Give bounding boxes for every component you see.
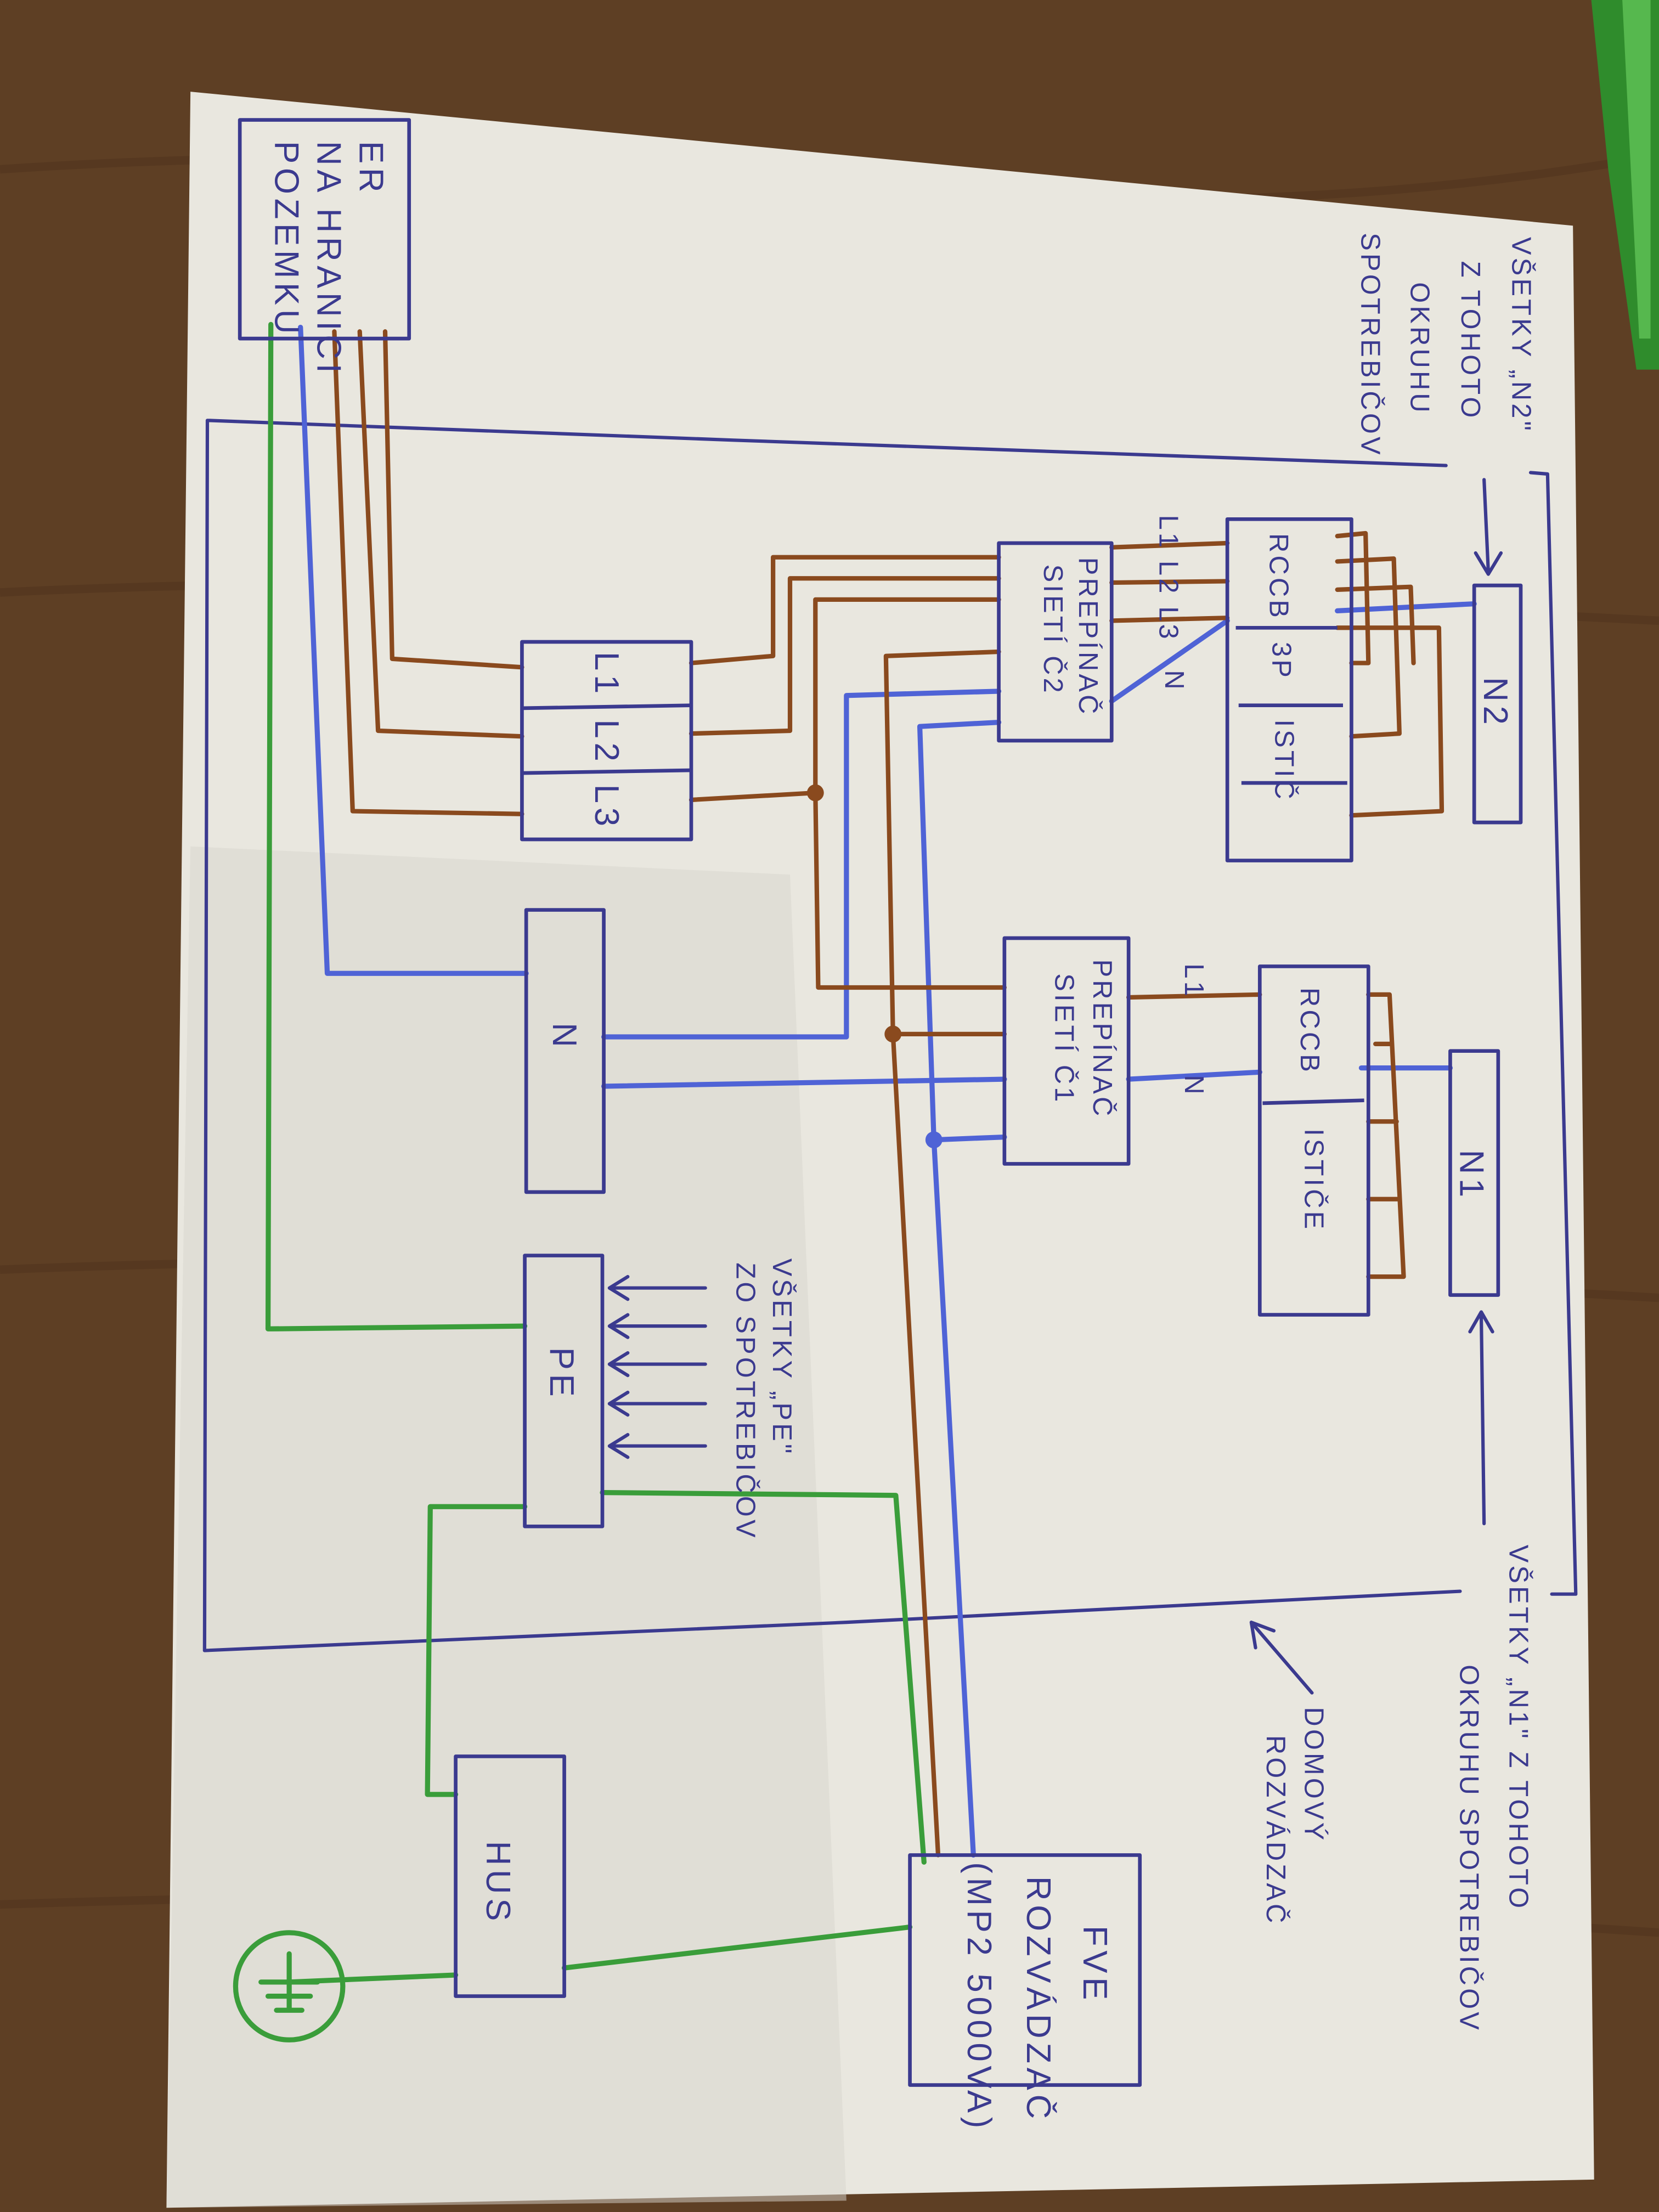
n2-arrow bbox=[1474, 478, 1503, 576]
n2-bracket bbox=[1528, 471, 1578, 1596]
phase-wire-er-l1 bbox=[382, 329, 524, 670]
main-board-label: DOMOVÝ bbox=[1299, 1707, 1329, 1843]
phase-wire-sw1-rccb bbox=[1126, 992, 1262, 1000]
l3-label: L3 bbox=[588, 785, 625, 831]
earth-wire-pe-hus bbox=[425, 1504, 528, 1797]
phase-wire-l2-sw2 bbox=[689, 576, 1001, 736]
n1-arrow bbox=[1468, 1310, 1494, 1526]
rccb-3p-breaker-box bbox=[1225, 517, 1353, 862]
pe-bar-box bbox=[523, 1254, 605, 1528]
green-marker bbox=[1591, 0, 1659, 370]
pe-label: PE bbox=[543, 1347, 580, 1401]
earth-wire-er-pe bbox=[265, 321, 528, 1331]
er-label: NA HRANICI bbox=[310, 141, 348, 377]
rccb1-rccb-label: RCCB bbox=[1295, 988, 1324, 1075]
n2-note: SPOTREBIČOV bbox=[1355, 233, 1385, 457]
er-label: ER bbox=[352, 141, 390, 196]
l1-label: L1 bbox=[588, 652, 625, 698]
main-board-outline bbox=[202, 419, 1462, 1652]
neutral-wire-sw2-n bbox=[601, 689, 1002, 1040]
sw1-phase-wire-label: L1 bbox=[1179, 963, 1209, 999]
n1-note: VŠETKY „N1" Z TOHOTO bbox=[1503, 1545, 1533, 1911]
junction-dot bbox=[884, 1025, 902, 1043]
phase-wire-sw2-fve bbox=[883, 649, 1001, 1858]
neutral-wire-sw2-rccb bbox=[1109, 618, 1230, 704]
sw2-neutral-wire-label: N bbox=[1159, 670, 1189, 692]
rccb1-istice-label: ISTIČE bbox=[1299, 1128, 1329, 1232]
n2-note: VŠETKY „N2" bbox=[1506, 237, 1536, 433]
main-board-arrow bbox=[1249, 1621, 1314, 1695]
switch1-label: SIETÍ Č1 bbox=[1049, 973, 1079, 1104]
n-bar-label: N bbox=[545, 1023, 583, 1051]
switch1-label: PREPÍNAČ bbox=[1087, 960, 1117, 1119]
phase-wires-istice bbox=[1366, 992, 1406, 1279]
neutral-wire-er-n bbox=[298, 324, 529, 976]
pe-note: ZO SPOTREBIČOV bbox=[730, 1262, 760, 1540]
ground-symbol bbox=[233, 1930, 346, 2042]
switch1-box bbox=[1002, 936, 1131, 1166]
phase-wire-er-l2 bbox=[357, 329, 524, 739]
l2-label: L2 bbox=[588, 719, 625, 765]
junction-dot bbox=[806, 784, 824, 802]
neutral-wire-sw1-rccb bbox=[1126, 1069, 1262, 1082]
n1-bar bbox=[1448, 1049, 1500, 1297]
switch2-box bbox=[997, 541, 1114, 743]
rccb3p-istic-label: ISTIČ bbox=[1269, 719, 1299, 802]
phase-wire-l3-sw2 bbox=[689, 597, 1001, 803]
neutral-wire-tap-sw1 bbox=[931, 1134, 1007, 1143]
sw2-phase-wire-label: L1 L2 L3 bbox=[1154, 515, 1183, 642]
phase-wires-breaker-loop bbox=[1335, 531, 1444, 818]
neutral-wire-sw2-fve bbox=[917, 719, 1002, 1858]
hus-label: HUS bbox=[479, 1841, 517, 1925]
fve-label: FVE bbox=[1076, 1926, 1114, 2004]
er-box bbox=[238, 118, 411, 341]
rccb1-breakers-box bbox=[1257, 964, 1370, 1317]
n2-note: Z TOHOTO bbox=[1455, 261, 1485, 421]
switch2-label: PREPÍNAČ bbox=[1073, 557, 1103, 717]
sw1-neutral-wire-label: N bbox=[1179, 1075, 1209, 1097]
fve-box bbox=[908, 1853, 1142, 2087]
pe-note: VŠETKY „PE" bbox=[767, 1259, 797, 1457]
neutral-wire-rccb-n2 bbox=[1335, 601, 1477, 614]
rccb3p-3p-label: 3P bbox=[1266, 642, 1296, 680]
phase-wire-er-l3 bbox=[332, 329, 524, 816]
paper-shadow bbox=[166, 846, 847, 2208]
rccb3p-rccb-label: RCCB bbox=[1263, 533, 1293, 620]
neutral-wire-n-sw1 bbox=[601, 1076, 1007, 1089]
n2-label: N2 bbox=[1476, 677, 1514, 729]
junction-dot bbox=[925, 1131, 943, 1149]
n-bar-box bbox=[524, 908, 606, 1194]
switch2-label: SIETÍ Č2 bbox=[1038, 565, 1068, 696]
fve-label: (MP2 5000VA) bbox=[960, 1862, 998, 2132]
phase-wires-sw2-rccb bbox=[1109, 540, 1230, 623]
fve-label: ROZVÁDZAČ bbox=[1019, 1876, 1057, 2123]
phase-terminal-block bbox=[520, 640, 693, 842]
earth-wire-hus-fve bbox=[561, 1924, 913, 1971]
phase-wire-l3-sw1 bbox=[813, 791, 1007, 990]
n2-bar bbox=[1472, 583, 1523, 825]
hus-box bbox=[454, 1754, 566, 1998]
earth-wire-pe-fve bbox=[600, 1489, 927, 1865]
phase-wire-l1-sw2 bbox=[689, 555, 1001, 665]
n1-note: OKRUHU SPOTREBIČOV bbox=[1454, 1664, 1483, 2033]
pe-arrows bbox=[607, 1275, 707, 1459]
main-board-label: ROZVÁDZAČ bbox=[1261, 1735, 1290, 1926]
n1-label: N1 bbox=[1452, 1150, 1490, 1201]
n2-note: OKRUHU bbox=[1404, 282, 1434, 415]
er-label: POZEMKU bbox=[267, 141, 305, 338]
